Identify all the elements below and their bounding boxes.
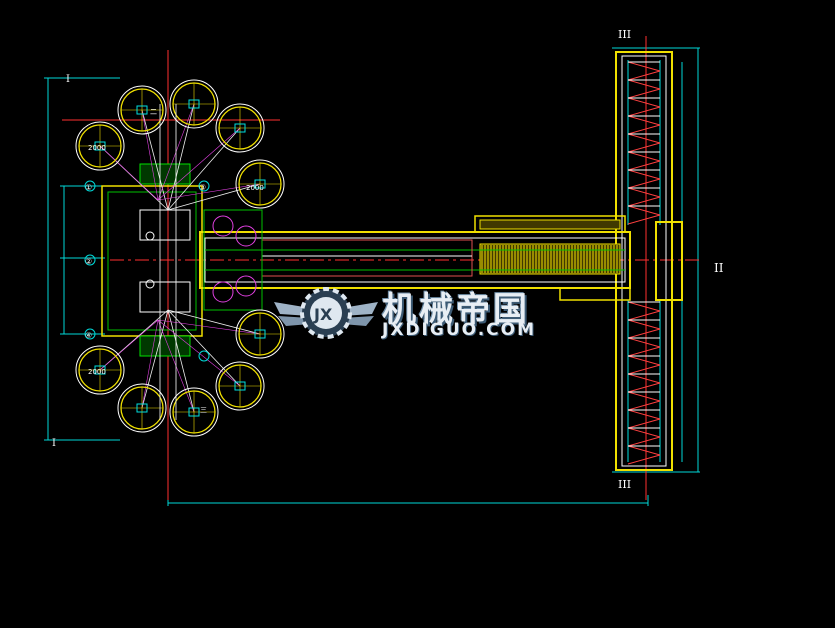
tank-outline <box>117 383 167 433</box>
truss-member <box>627 391 661 402</box>
truss-member <box>627 61 661 72</box>
truss-member <box>627 364 661 375</box>
gear-wings-icon: JX <box>274 287 378 339</box>
tank-outline <box>169 387 219 437</box>
truss-member <box>627 328 661 339</box>
tank-inner-box <box>136 105 148 115</box>
axis-label-1: ① <box>85 183 92 192</box>
pipe-line <box>167 309 195 413</box>
pipe-line <box>167 103 195 211</box>
tank-outline <box>75 121 125 171</box>
pipe-line <box>141 309 169 409</box>
tank-outline <box>235 309 285 359</box>
truss-member <box>627 88 661 99</box>
pipe-line <box>141 319 159 409</box>
truss-member <box>627 160 661 171</box>
pipe-line <box>157 319 241 387</box>
truss-member <box>627 427 661 438</box>
tank-label-a: 2000 <box>88 144 106 152</box>
tank-inner-box <box>234 123 246 133</box>
truss-member <box>627 346 661 357</box>
section-mark-top: III <box>618 28 631 41</box>
truss-member <box>627 409 661 420</box>
truss-member <box>627 142 661 153</box>
pipe-line <box>157 319 261 335</box>
tank-label-b: 2000 <box>246 184 264 192</box>
tank-outline <box>235 159 285 209</box>
truss-member <box>627 373 661 384</box>
main-channel <box>199 215 631 301</box>
truss-member <box>627 319 661 330</box>
truss-member <box>627 115 661 126</box>
watermark-site: JXDIGUO.COM <box>382 320 537 340</box>
watermark-title: 机械帝国 <box>382 290 530 330</box>
truss-member <box>627 301 661 312</box>
truss-member <box>627 382 661 393</box>
section-mark-left-bottom: I <box>52 438 56 449</box>
pipe-line <box>99 319 159 371</box>
tank-group <box>75 79 285 437</box>
pipe-line <box>167 309 241 387</box>
pipe-line <box>157 183 261 201</box>
truss-member <box>627 214 661 225</box>
truss-member <box>627 124 661 135</box>
truss-member <box>627 70 661 81</box>
section-mark-right: II <box>714 261 724 275</box>
tank-inner-box <box>94 365 106 375</box>
tank-inner-box <box>188 407 200 417</box>
truss-member <box>627 310 661 321</box>
truss-member <box>627 418 661 429</box>
truss-member <box>627 454 661 465</box>
tank-inner-box <box>254 179 266 189</box>
pipe-line <box>141 109 169 211</box>
section-mark-left-top: I <box>66 74 70 85</box>
tank-label-c: 2000 <box>88 368 106 376</box>
truss-member <box>627 97 661 108</box>
truss-member <box>627 79 661 90</box>
axis-label-3: ③ <box>199 183 206 192</box>
tank-inner-box <box>94 141 106 151</box>
truss-member <box>627 178 661 189</box>
tank-outline <box>215 103 265 153</box>
truss-member <box>627 445 661 456</box>
tank-outline <box>75 345 125 395</box>
pipe-line <box>141 109 159 201</box>
truss-member <box>627 169 661 180</box>
truss-member <box>627 196 661 207</box>
truss-structure <box>615 51 683 471</box>
tank-small-label-a: 二 <box>150 108 157 116</box>
tank-inner-box <box>136 403 148 413</box>
axis-label-2: ② <box>85 257 92 266</box>
tank-inner-box <box>188 99 200 109</box>
tank-outline <box>169 79 219 129</box>
tank-small-label-b: 三 <box>200 406 207 414</box>
axis-bubbles <box>84 180 210 362</box>
section-mark-bottom: III <box>618 478 631 491</box>
pipe-line <box>167 309 261 335</box>
truss-member <box>627 337 661 348</box>
truss-member <box>627 355 661 366</box>
truss-member <box>627 436 661 447</box>
truss-member <box>627 400 661 411</box>
pipe-line <box>167 183 261 211</box>
truss-member <box>627 133 661 144</box>
pipe-line <box>99 145 159 201</box>
watermark-logo: JX 机械帝国 JXDIGUO.COM <box>270 280 570 346</box>
tank-outline <box>117 85 167 135</box>
truss-member <box>627 151 661 162</box>
tank-outline <box>215 361 265 411</box>
truss-member <box>627 187 661 198</box>
pipe-line <box>157 127 241 201</box>
truss-member <box>627 106 661 117</box>
svg-text:JX: JX <box>313 305 333 324</box>
tank-inner-box <box>234 381 246 391</box>
dimension-lines <box>44 47 700 506</box>
tank-inner-box <box>254 329 266 339</box>
axis-label-4: ④ <box>85 331 92 340</box>
truss-member <box>627 205 661 216</box>
